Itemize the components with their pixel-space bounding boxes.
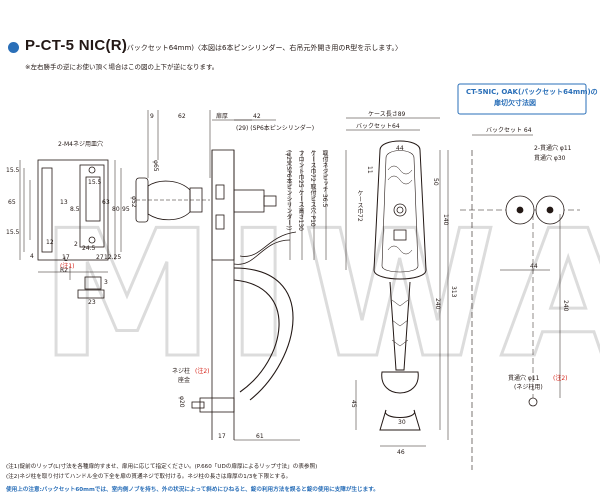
handle-dim-44: 44 (396, 145, 404, 152)
strike-dim-15-5-top: 15.5 (6, 167, 20, 174)
case-width-label: ケース巾72 (356, 190, 363, 222)
handle-dim-50: 50 (432, 178, 439, 186)
handle-dim-240: 240 (434, 298, 441, 310)
strike-dim-4: 4 (30, 253, 34, 260)
strike-dim-24-5: 24.5 (82, 245, 96, 252)
door-dim-61: 61 (256, 433, 264, 440)
strike-dim-13: 13 (60, 199, 68, 206)
knob-dim-9: 9 (150, 113, 154, 120)
knob-dim-phi65: φ65 (152, 160, 159, 172)
cutout-backset: バックセット 64 (486, 127, 532, 134)
lip-note: (注1) (60, 263, 75, 270)
strike-dim-12: 12 (46, 239, 54, 246)
door-thickness-label: 扉厚 (216, 113, 229, 120)
cutout-hole-2x11: 2-貫通穴 φ11 (534, 145, 572, 152)
usage-caution: 使用上の注意:バックセット60mmでは、室内側ノブを持ち、外の状況によって斜めに… (6, 487, 379, 493)
strike-plate-drawing (19, 159, 122, 299)
door-dim-phi20: φ20 (178, 396, 185, 408)
pin-cylinder-note: (29) (SP6本ピンシリンダー) (236, 125, 315, 132)
cutout-hole-30: 貫通穴 φ30 (534, 155, 566, 162)
door-dim-42: 42 (253, 113, 261, 120)
strike-dim-23: 23 (88, 299, 96, 306)
handle-front-drawing (345, 117, 449, 447)
backset-label: バックセット64 (356, 123, 400, 130)
cutout-dim-240: 240 (562, 300, 569, 312)
cutout-hole-11: 貫通穴 φ11 (508, 375, 540, 382)
strike-dim-27: 27 (96, 254, 104, 261)
seat-label: 座金 (178, 377, 191, 384)
handle-dim-45: 45 (350, 400, 357, 408)
strike-dim-17: 17 (62, 254, 70, 261)
cutout-hole-note: (注2) (553, 375, 568, 382)
handle-dim-140: 140 (442, 214, 449, 226)
orientation-note: ※左右勝手の逆にお使い頂く場合はこの図の上下が逆になります。 (25, 63, 219, 71)
strike-dim-95: 95 (122, 206, 130, 213)
radius-label: R2 (60, 267, 68, 274)
strike-dim-2: 2 (74, 241, 78, 248)
title-subtitle: (バックセット64mm)〈本図は6本ピンシリンダー、右吊元外開き用のR型を示しま… (124, 44, 403, 52)
footnote-2: (注2)ネジ柱を取り付けてハンドル全の下全を扉の貫通ネジで取付ける。ネジ柱の長さ… (6, 474, 292, 480)
strike-dim-3: 3 (104, 279, 108, 286)
knob-dim-62: 62 (178, 113, 186, 120)
cutout-panel-subtitle: 扉切欠寸法図 (494, 99, 536, 107)
handle-dim-313: 313 (450, 286, 457, 298)
screw-post-note: (注2) (195, 368, 210, 375)
page-title: P-CT-5 NIC(R) (25, 37, 128, 54)
vertical-label-pitch: 取付ネジピッチ 36.5 (321, 150, 328, 208)
title-bullet-icon (8, 42, 19, 53)
vertical-label-cylinder: (φ29(SP6本ピンシリンダー)) (285, 150, 292, 231)
knob-dim-phi52: φ52 (130, 196, 137, 208)
watermark: MIWA (40, 194, 600, 397)
door-section-drawing (191, 119, 327, 441)
footnote-1: (注1)錠前のリップ(L)寸法を各種扉的すませ、扉用に応じて指定ください。(P.… (6, 464, 318, 470)
knob-drawing (135, 110, 211, 223)
strike-dim-63: 63 (102, 199, 110, 206)
handle-dim-11: 11 (366, 166, 373, 174)
vertical-label-front: フロント巾25 ケース高さ130 (297, 150, 304, 231)
door-dim-17: 17 (218, 433, 226, 440)
screw-hole-label: 2-M4ネジ用皿穴 (58, 141, 103, 148)
vertical-label-case: ケース巾72 取付ビス穴 P10 (309, 150, 316, 227)
lip-label: L (64, 256, 68, 263)
cutout-hole-screwpost: (ネジ柱用) (514, 384, 543, 391)
handle-dim-30: 30 (398, 419, 406, 426)
strike-dim-65: 65 (8, 199, 16, 206)
cutout-dim-44: 44 (530, 263, 538, 270)
door-cutout-drawing (457, 83, 587, 470)
strike-dim-15-5-inner: 15.5 (88, 179, 102, 186)
strike-dim-15-5-bottom: 15.5 (6, 229, 20, 236)
screw-post-label: ネジ柱 (172, 368, 191, 375)
handle-dim-46: 46 (397, 449, 405, 456)
case-length-label: ケース長さ89 (368, 111, 406, 118)
strike-dim-12-25: 12.25 (104, 254, 122, 261)
cutout-panel-title: CT-5NIC, OAK(バックセット64mm)の (466, 88, 598, 96)
strike-dim-8-5: 8.5 (70, 206, 80, 213)
strike-dim-80: 80 (112, 206, 120, 213)
